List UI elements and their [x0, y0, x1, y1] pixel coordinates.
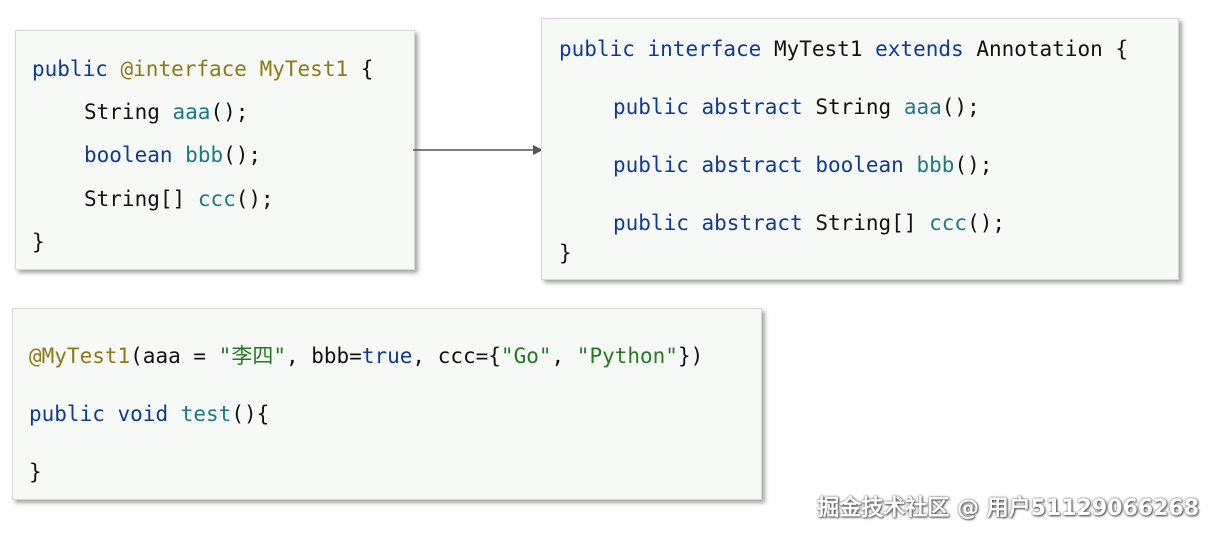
code-line: @MyTest1(aaa = "李四", bbb=true, ccc={"Go"…	[29, 346, 703, 367]
keyword: abstract	[701, 95, 803, 119]
annotation-name: MyTest1	[259, 57, 349, 81]
code-line: String aaa();	[84, 102, 248, 123]
return-type: String	[84, 100, 160, 124]
keyword: public	[613, 95, 689, 119]
string-literal: "李四"	[218, 344, 286, 368]
punctuation: ();	[235, 187, 274, 211]
closing-brace: }	[32, 230, 45, 254]
punctuation: ();	[954, 153, 993, 177]
closing-brace: }	[559, 241, 572, 265]
keyword: public	[613, 211, 689, 235]
keyword: true	[361, 344, 413, 368]
code-line: boolean bbb();	[84, 145, 261, 166]
arrow-head	[533, 145, 543, 155]
return-type: String[]	[815, 211, 917, 235]
punctuation: ,	[551, 344, 577, 368]
method-name: test	[180, 402, 232, 426]
punctuation: , bbb=	[285, 344, 362, 368]
keyword: public	[613, 153, 689, 177]
annotation-keyword: @interface	[120, 57, 247, 81]
annotation-name: @MyTest1	[29, 344, 131, 368]
code-line: public abstract String aaa();	[613, 97, 980, 118]
keyword: abstract	[701, 153, 803, 177]
method-name: bbb	[916, 153, 955, 177]
compiled-interface-panel: public interface MyTest1 extends Annotat…	[541, 18, 1179, 280]
code-line: public @interface MyTest1 {	[32, 59, 373, 80]
brace: {	[1115, 37, 1129, 61]
interface-name: MyTest1	[773, 37, 863, 61]
code-line: public interface MyTest1 extends Annotat…	[559, 39, 1128, 60]
annotation-declaration-panel: public @interface MyTest1 { String aaa()…	[15, 30, 415, 270]
keyword: public	[32, 57, 108, 81]
keyword: void	[117, 402, 169, 426]
closing-brace: }	[29, 460, 42, 484]
punctuation: (aaa =	[130, 344, 219, 368]
code-line: String[] ccc();	[84, 189, 274, 210]
method-name: ccc	[197, 187, 236, 211]
method-name: ccc	[929, 211, 968, 235]
brace: {	[360, 57, 374, 81]
punctuation: })	[677, 344, 704, 368]
return-type: boolean	[815, 153, 904, 177]
code-line: public abstract boolean bbb();	[613, 155, 992, 176]
keyword: public	[559, 37, 635, 61]
string-literal: "Go"	[500, 344, 552, 368]
keyword: public	[29, 402, 105, 426]
return-type: boolean	[84, 143, 173, 167]
string-literal: "Python"	[576, 344, 678, 368]
punctuation: ();	[941, 95, 980, 119]
parent-type: Annotation	[976, 37, 1103, 61]
method-name: aaa	[172, 100, 211, 124]
code-line: public abstract String[] ccc();	[613, 213, 1005, 234]
punctuation: , ccc={	[412, 344, 501, 368]
punctuation: ();	[967, 211, 1006, 235]
return-type: String[]	[84, 187, 186, 211]
punctuation: ();	[223, 143, 262, 167]
keyword: extends	[875, 37, 964, 61]
arrow-connector	[413, 145, 543, 155]
keyword: abstract	[701, 211, 803, 235]
method-name: aaa	[903, 95, 942, 119]
return-type: String	[815, 95, 892, 119]
punctuation: (){	[231, 402, 270, 426]
method-name: bbb	[185, 143, 224, 167]
annotation-usage-panel: @MyTest1(aaa = "李四", bbb=true, ccc={"Go"…	[12, 308, 762, 500]
punctuation: ();	[210, 100, 249, 124]
watermark-text: 掘金技术社区 @ 用户51129066268	[817, 496, 1199, 521]
code-line: public void test(){	[29, 404, 269, 425]
keyword: interface	[647, 37, 762, 61]
